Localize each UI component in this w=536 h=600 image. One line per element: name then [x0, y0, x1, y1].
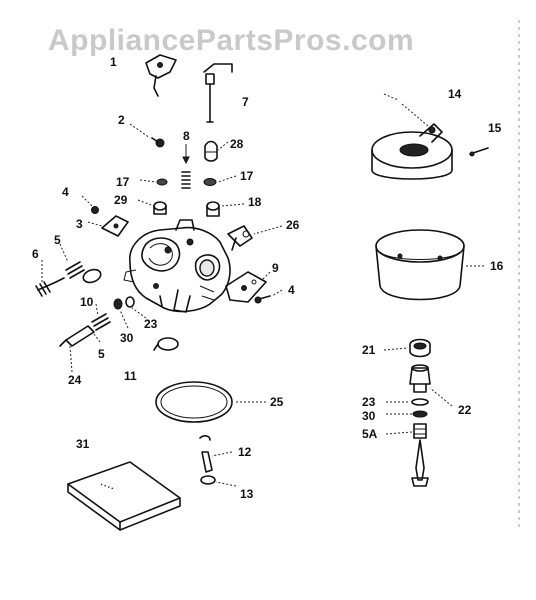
- callout-30-right: 30: [362, 409, 376, 423]
- part-5A-spring[interactable]: [413, 423, 427, 439]
- carburetor-body[interactable]: [123, 219, 231, 313]
- part-o-ring-left[interactable]: [81, 267, 102, 284]
- callout-23-right: 23: [362, 395, 376, 409]
- watermark: AppliancePartsPros.com: [48, 24, 414, 57]
- part-1-throttle-shutter[interactable]: [145, 54, 177, 97]
- callout-21: 21: [362, 343, 376, 357]
- part-needle[interactable]: [411, 439, 429, 487]
- callout-22: 22: [458, 403, 472, 417]
- callout-31: 31: [76, 437, 90, 451]
- part-24-mixture-needle[interactable]: [59, 325, 95, 347]
- callout-18: 18: [248, 195, 262, 209]
- part-13-washer[interactable]: [200, 475, 216, 485]
- callout-30-left: 30: [120, 331, 134, 345]
- callout-8: 8: [183, 129, 190, 143]
- part-31-gasket-kit[interactable]: • • • •: [67, 461, 181, 531]
- callout-4-left: 4: [62, 185, 69, 199]
- callout-15: 15: [488, 121, 502, 135]
- callout-4-right: 4: [288, 283, 295, 297]
- part-18-bushing[interactable]: [206, 201, 220, 217]
- callout-5-upper: 5: [54, 233, 61, 247]
- callout-13: 13: [240, 487, 254, 501]
- part-30-o-ring-right[interactable]: [412, 410, 428, 418]
- part-17-washer-right[interactable]: [203, 178, 217, 186]
- part-6-idle-screw[interactable]: [35, 277, 65, 297]
- part-17-washer-left[interactable]: [156, 178, 168, 186]
- part-2-screw[interactable]: [151, 137, 165, 148]
- callout-14: 14: [448, 87, 462, 101]
- part-16-float-bowl[interactable]: [375, 229, 465, 301]
- part-17-spring-main[interactable]: [181, 171, 191, 189]
- part-21-needle-clip[interactable]: [409, 338, 431, 358]
- part-29-seal[interactable]: [153, 201, 167, 215]
- part-15-pin[interactable]: [469, 147, 489, 157]
- callout-5-lower: 5: [98, 347, 105, 361]
- part-3-choke-plate[interactable]: [101, 215, 129, 237]
- part-7-throttle-shaft[interactable]: [203, 63, 233, 123]
- part-14-float[interactable]: [371, 123, 453, 180]
- part-23-gasket-right[interactable]: [411, 398, 429, 406]
- callout-29: 29: [114, 193, 128, 207]
- callout-17-left: 17: [116, 175, 130, 189]
- part-5-spring-upper[interactable]: [65, 261, 85, 279]
- callout-10: 10: [80, 295, 94, 309]
- svg-text:• • • •: • • • •: [99, 482, 114, 492]
- leader-lines: [41, 93, 484, 487]
- callout-11: 11: [124, 369, 137, 383]
- part-25-bowl-gasket[interactable]: [155, 381, 233, 423]
- callout-3: 3: [76, 217, 83, 231]
- part-23-washer-left[interactable]: [125, 296, 135, 308]
- part-22-seat[interactable]: [409, 364, 431, 393]
- part-28-spring-upper[interactable]: [204, 140, 218, 162]
- part-4-screw-left[interactable]: [91, 206, 99, 214]
- callout-24: 24: [68, 373, 82, 387]
- callout-5A: 5A: [362, 427, 378, 441]
- callout-6: 6: [32, 247, 39, 261]
- part-30-o-ring-left[interactable]: [113, 298, 123, 310]
- callout-28: 28: [230, 137, 244, 151]
- part-4-screw-right[interactable]: [254, 295, 271, 304]
- part-10-spring[interactable]: [91, 313, 111, 331]
- part-12-screw[interactable]: [199, 435, 213, 473]
- callout-16: 16: [490, 259, 504, 273]
- callout-9: 9: [272, 261, 279, 275]
- callout-12: 12: [238, 445, 252, 459]
- callout-7: 7: [242, 95, 249, 109]
- part-9-gasket[interactable]: [225, 271, 267, 303]
- callout-23-left: 23: [144, 317, 158, 331]
- callout-25: 25: [270, 395, 284, 409]
- callout-2: 2: [118, 113, 125, 127]
- callout-1: 1: [110, 55, 117, 69]
- callout-17-right: 17: [240, 169, 254, 183]
- callout-26: 26: [286, 218, 300, 232]
- part-26-fitting[interactable]: [227, 225, 253, 251]
- part-8-arrow: [182, 144, 190, 165]
- part-11-clip[interactable]: [153, 337, 179, 351]
